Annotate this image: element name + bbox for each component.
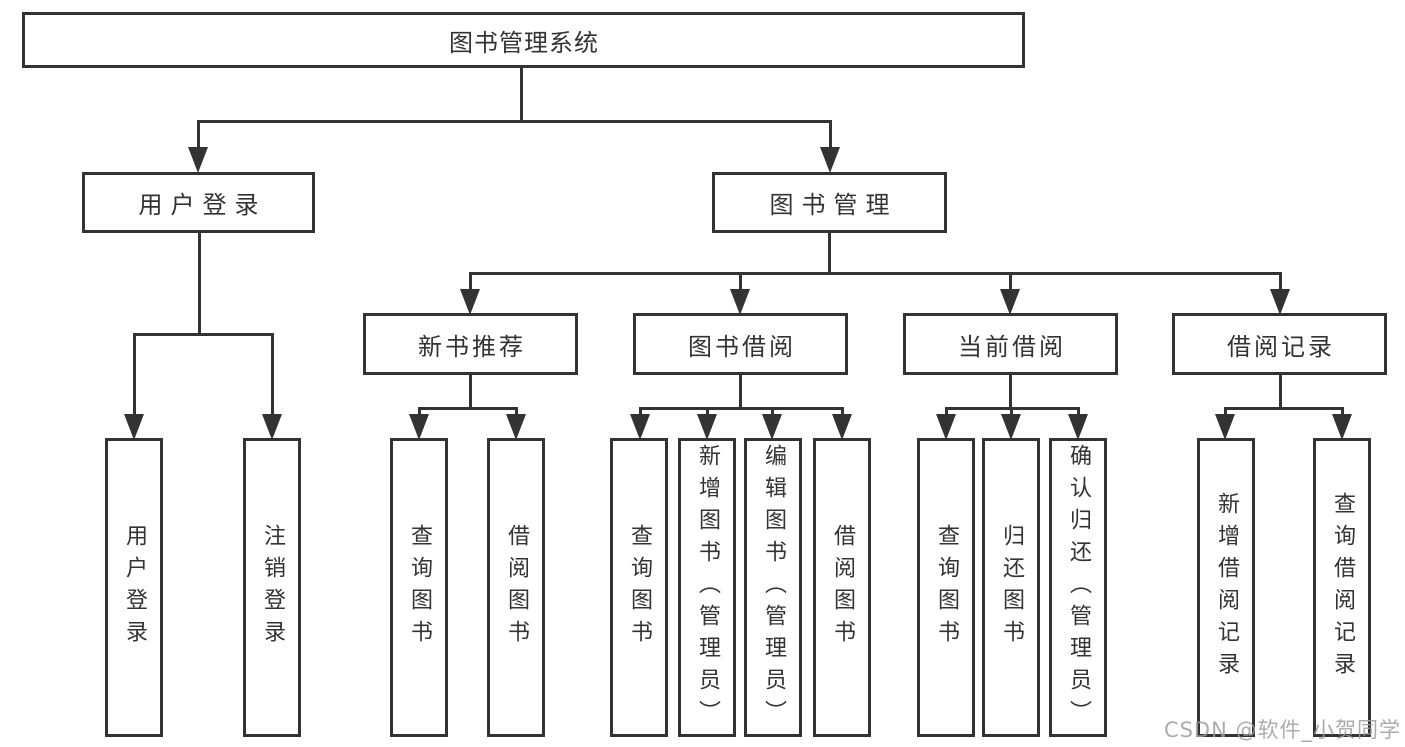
connector-borrowing-stem	[739, 375, 742, 409]
node-library-management-system: 图书管理系统	[22, 12, 1025, 68]
connector-root-bus	[197, 120, 832, 123]
leaf-user-login: 用户登录	[105, 438, 163, 737]
connector-borrowing-bus	[639, 407, 844, 410]
node-new-book-recommendation: 新书推荐	[363, 313, 578, 375]
connector-new-book-bus	[418, 407, 518, 410]
connector-drop-arrow	[820, 121, 840, 173]
node-borrowing-records: 借阅记录	[1172, 313, 1387, 375]
connector-records-bus	[1224, 407, 1344, 410]
connector-drop-arrow	[124, 334, 144, 440]
connector-drop-arrow	[1332, 408, 1352, 440]
connector-user-login-stem	[198, 233, 201, 335]
csdn-watermark: CSDN @软件_小贺同学	[1163, 718, 1401, 742]
leaf-query-books-2: 查询图书	[610, 438, 668, 737]
connector-drop-arrow	[1001, 408, 1021, 440]
leaf-logout: 注销登录	[243, 438, 301, 737]
connector-records-stem	[1279, 375, 1282, 409]
connector-drop-arrow	[262, 334, 282, 440]
leaf-confirm-return-admin: 确认归还（管理员）	[1049, 438, 1107, 737]
leaf-add-borrow-record: 新增借阅记录	[1197, 438, 1255, 737]
node-current-borrowing: 当前借阅	[903, 313, 1118, 375]
connector-book-mgmt-stem	[828, 233, 831, 274]
connector-drop-arrow	[460, 273, 480, 315]
connector-book-mgmt-bus	[469, 272, 1282, 275]
connector-drop-arrow	[188, 121, 208, 173]
connector-current-bus	[945, 407, 1080, 410]
leaf-edit-book-admin: 编辑图书（管理员）	[744, 438, 802, 737]
connector-drop-arrow	[1000, 273, 1020, 315]
node-book-borrowing: 图书借阅	[633, 313, 848, 375]
connector-drop-arrow	[506, 408, 526, 440]
connector-root-stem	[520, 68, 523, 123]
connector-drop-arrow	[1068, 408, 1088, 440]
leaf-return-books: 归还图书	[982, 438, 1040, 737]
node-user-login: 用户登录	[82, 172, 315, 233]
leaf-query-books-1: 查询图书	[390, 438, 448, 737]
leaf-query-books-3: 查询图书	[917, 438, 975, 737]
connector-current-stem	[1009, 375, 1012, 409]
connector-drop-arrow	[730, 273, 750, 315]
leaf-add-book-admin: 新增图书（管理员）	[678, 438, 736, 737]
connector-user-login-bus	[133, 333, 274, 336]
node-book-management: 图书管理	[712, 172, 947, 233]
connector-drop-arrow	[697, 408, 717, 440]
leaf-query-borrow-record: 查询借阅记录	[1313, 438, 1371, 737]
connector-drop-arrow	[832, 408, 852, 440]
connector-drop-arrow	[630, 408, 650, 440]
connector-drop-arrow	[1215, 408, 1235, 440]
leaf-borrow-books-2: 借阅图书	[813, 438, 871, 737]
connector-drop-arrow	[936, 408, 956, 440]
connector-new-book-stem	[469, 375, 472, 409]
leaf-borrow-books-1: 借阅图书	[487, 438, 545, 737]
connector-drop-arrow	[1270, 273, 1290, 315]
connector-drop-arrow	[409, 408, 429, 440]
connector-drop-arrow	[762, 408, 782, 440]
